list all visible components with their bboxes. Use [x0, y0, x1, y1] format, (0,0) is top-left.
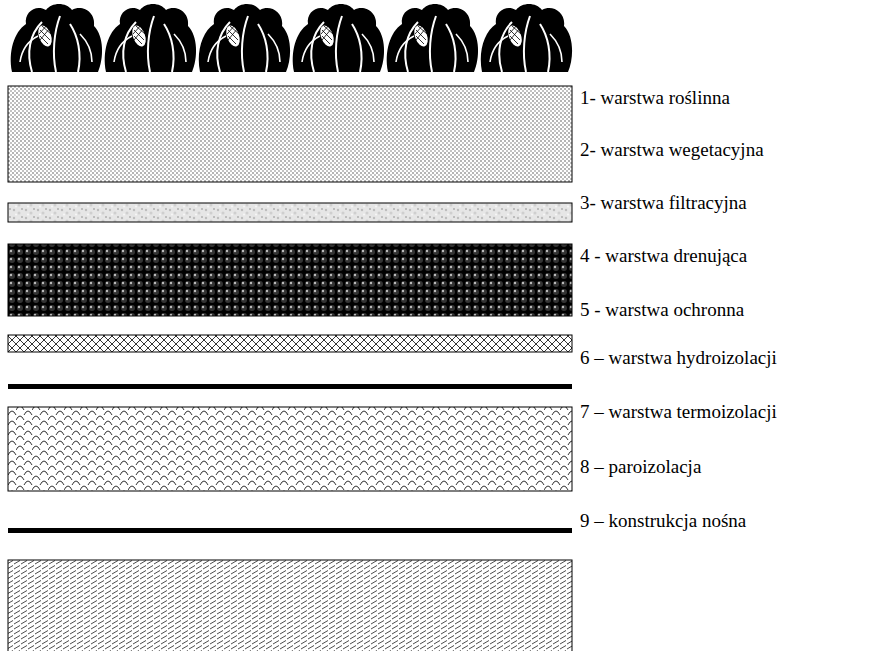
thermal-insulation-layer — [8, 407, 572, 491]
plant-row — [11, 4, 572, 72]
layer-label: 9 – konstrukcja nośna — [580, 511, 746, 532]
vegetation-layer — [8, 86, 572, 182]
layer-label: 7 – warstwa termoizolacji — [580, 402, 777, 423]
layer-label: 5 - warstwa ochronna — [580, 300, 744, 321]
drainage-layer — [8, 244, 572, 316]
layer-label: 2- warstwa wegetacyjna — [580, 140, 764, 161]
layer-label: 3- warstwa filtracyjna — [580, 193, 747, 214]
layer-label: 1- warstwa roślinna — [580, 88, 730, 109]
vapour-barrier — [8, 528, 572, 533]
protective-layer — [8, 335, 572, 352]
waterproofing-layer — [8, 384, 572, 389]
layer-label: 6 – warstwa hydroizolacji — [580, 348, 777, 369]
filter-layer — [8, 203, 572, 222]
layer-label: 8 – paroizolacja — [580, 457, 701, 478]
layer-label: 4 - warstwa drenująca — [580, 246, 747, 267]
load-bearing-structure — [8, 560, 572, 651]
